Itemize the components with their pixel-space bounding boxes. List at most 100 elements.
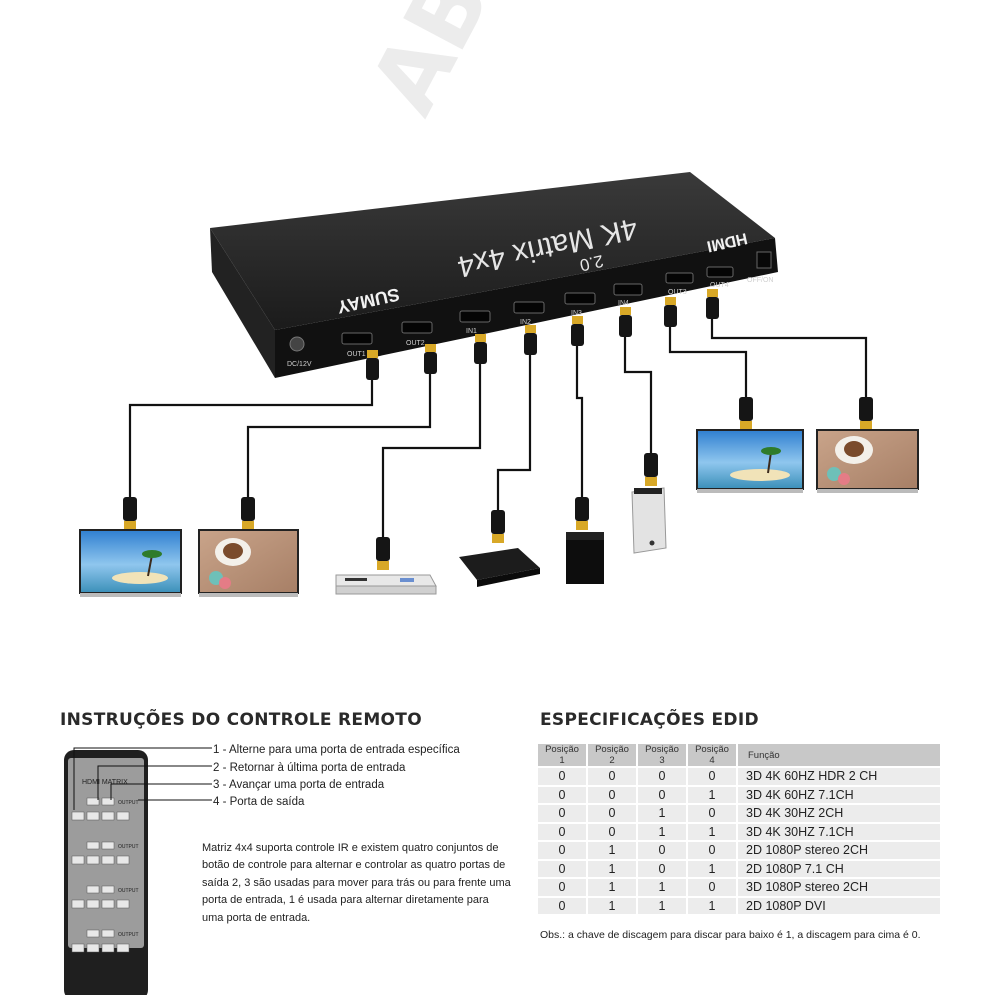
port-label-out4: OUT4 xyxy=(710,282,729,289)
remote-description: Matriz 4x4 suporta controle IR e existem… xyxy=(202,842,511,924)
remote-arrow-button xyxy=(101,797,115,806)
edid-cell-function: 3D 4K 30HZ 2CH xyxy=(738,805,940,822)
edid-cell-position: 0 xyxy=(538,897,588,914)
remote-number-button xyxy=(116,943,130,953)
remote-number-button xyxy=(86,899,100,909)
remote-output-label: OUTPUT xyxy=(118,800,139,806)
remote-arrow-button xyxy=(86,797,100,806)
remote-arrow-button xyxy=(86,841,100,850)
edid-cell-function: 3D 4K 30HZ 7.1CH xyxy=(738,823,940,840)
remote-number-button xyxy=(86,811,100,821)
remote-number-button xyxy=(86,855,100,865)
edid-cell-position: 0 xyxy=(588,823,638,840)
edid-cell-position: 0 xyxy=(538,860,588,877)
power-switch: OFF/ON xyxy=(747,251,773,284)
edid-header-function: Função xyxy=(738,744,940,766)
remote-number-button xyxy=(116,811,130,821)
edid-header-position-3: Posição 3 xyxy=(638,744,688,766)
remote-number-button xyxy=(71,855,85,865)
tv-display-out4 xyxy=(816,429,919,493)
edid-header-position-1: Posição 1 xyxy=(538,744,588,766)
matrix-switch-device: 4K Matrix 4x4 2.0 HDMI SUMAY DC/12V OUT1… xyxy=(210,172,778,378)
remote-number-button xyxy=(101,811,115,821)
edid-cell-position: 0 xyxy=(538,805,588,822)
edid-cell-position: 1 xyxy=(638,879,688,896)
edid-cell-position: 1 xyxy=(588,879,638,896)
remote-instruction-2: 2 - Retornar à última porta de entrada xyxy=(213,762,406,774)
edid-cell-position: 0 xyxy=(638,842,688,859)
remote-arrow-button xyxy=(101,885,115,894)
edid-cell-position: 0 xyxy=(638,860,688,877)
edid-cell-position: 0 xyxy=(588,805,638,822)
port-out4 xyxy=(706,266,734,278)
port-label-in3: IN3 xyxy=(571,310,582,317)
edid-cell-position: 1 xyxy=(688,823,738,840)
device-hdmi-version: 2.0 xyxy=(578,251,605,275)
edid-cell-position: 0 xyxy=(588,768,638,785)
remote-instruction-1: 1 - Alterne para uma porta de entrada es… xyxy=(213,744,460,756)
edid-cell-position: 0 xyxy=(688,805,738,822)
edid-cell-function: 3D 4K 60HZ HDR 2 CH xyxy=(738,768,940,785)
remote-arrow-button xyxy=(101,841,115,850)
remote-arrow-button xyxy=(86,885,100,894)
remote-number-button xyxy=(71,899,85,909)
edid-cell-position: 1 xyxy=(638,897,688,914)
edid-cell-position: 0 xyxy=(688,768,738,785)
port-out2 xyxy=(401,321,433,334)
remote-label: HDMI MATRIX xyxy=(82,779,128,786)
set-top-box-source xyxy=(459,548,540,587)
remote-section-title: INSTRUÇÕES DO CONTROLE REMOTO xyxy=(60,710,422,730)
edid-cell-position: 1 xyxy=(638,805,688,822)
port-label-out2: OUT2 xyxy=(406,340,425,347)
connection-diagram: 4K Matrix 4x4 2.0 HDMI SUMAY DC/12V OUT1… xyxy=(79,172,919,597)
edid-cell-position: 0 xyxy=(538,823,588,840)
remote-number-button xyxy=(101,899,115,909)
game-console-source xyxy=(566,532,604,584)
edid-header-position-2: Posição 2 xyxy=(588,744,638,766)
port-label-out3: OUT3 xyxy=(668,289,687,296)
edid-cell-position: 1 xyxy=(638,823,688,840)
edid-header-position-4: Posição 4 xyxy=(688,744,738,766)
edid-cell-position: 0 xyxy=(538,842,588,859)
edid-table: Posição 1 Posição 2 Posição 3 Posição 4 … xyxy=(538,742,940,916)
remote-output-label: OUTPUT xyxy=(118,932,139,938)
power-port: DC/12V xyxy=(287,336,312,368)
port-label-out1: OUT1 xyxy=(347,351,366,358)
remote-control-illustration: HDMI MATRIX OUTPUT OUTPUT OUTPUT OUTPUT xyxy=(64,747,212,995)
edid-cell-position: 0 xyxy=(638,786,688,803)
pc-tower-source xyxy=(631,487,667,554)
tv-display-out3 xyxy=(696,429,804,493)
remote-output-label: OUTPUT xyxy=(118,844,139,850)
dvd-player-source xyxy=(335,574,437,595)
remote-number-button xyxy=(101,943,115,953)
edid-cell-position: 1 xyxy=(588,860,638,877)
port-in1 xyxy=(459,310,491,323)
remote-number-button xyxy=(71,943,85,953)
edid-cell-position: 1 xyxy=(688,860,738,877)
port-label-in2: IN2 xyxy=(520,319,531,326)
hdmi-connectors xyxy=(123,289,873,570)
remote-number-button xyxy=(116,899,130,909)
port-out3 xyxy=(665,272,694,284)
edid-cell-function: 2D 1080P DVI xyxy=(738,897,940,914)
edid-cell-position: 1 xyxy=(588,842,638,859)
remote-output-label: OUTPUT xyxy=(118,888,139,894)
edid-cell-position: 1 xyxy=(688,897,738,914)
svg-text:DC/12V: DC/12V xyxy=(287,361,312,368)
remote-arrow-button xyxy=(101,929,115,938)
edid-table-header: Posição 1 Posição 2 Posição 3 Posição 4 … xyxy=(538,744,940,766)
edid-cell-position: 1 xyxy=(588,897,638,914)
hdmi-cables xyxy=(128,300,868,540)
remote-number-button xyxy=(116,855,130,865)
port-in3 xyxy=(564,292,596,305)
port-in4 xyxy=(613,283,643,296)
svg-text:OFF/ON: OFF/ON xyxy=(747,277,773,284)
remote-instruction-4: 4 - Porta de saída xyxy=(213,796,305,808)
edid-cell-position: 0 xyxy=(538,879,588,896)
